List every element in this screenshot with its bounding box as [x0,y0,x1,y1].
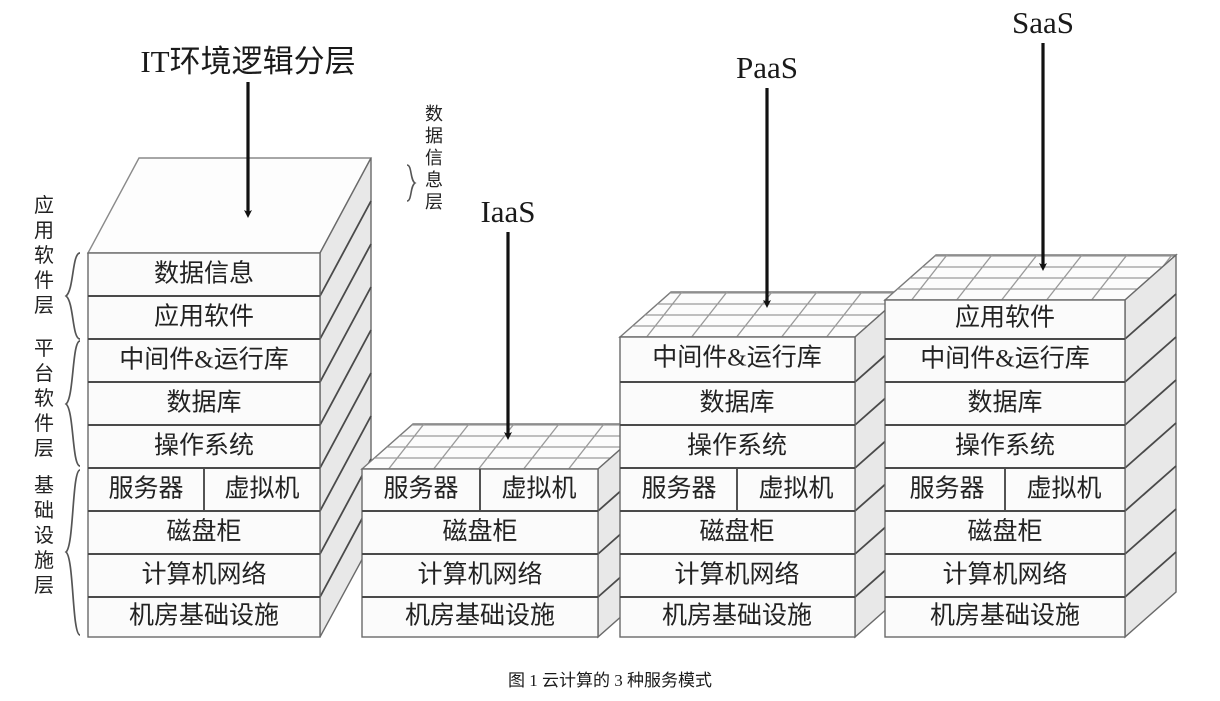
layer-label: 操作系统 [154,432,254,460]
layer-label: 机房基础设施 [930,602,1080,630]
layer-label-vm: 虚拟机 [1026,475,1101,503]
page-title: IT环境逻辑分层 [140,44,355,79]
layer-label: 磁盘柜 [166,518,241,546]
stack-side-separators [1124,293,1177,598]
stack-top-grid [885,255,1176,300]
stack-front-face [87,252,321,638]
layer-label-server: 服务器 [641,475,716,503]
zone-label-application: 应用软件层 [34,194,54,317]
stack-paas: 中间件&运行库 数据库 操作系统 服务器 虚拟机 磁盘柜 计算机网络 机房基础设… [618,290,908,639]
zone-label-platform: 平台软件层 [34,338,54,460]
layer-label: 应用软件 [955,304,1055,332]
paas-label: PaaS [736,50,798,85]
layer-label-vm: 虚拟机 [501,475,576,503]
stack-iaas: 服务器 虚拟机 磁盘柜 计算机网络 机房基础设施 [360,422,651,639]
layer-label-server: 服务器 [909,475,984,503]
saas-label: SaaS [1012,5,1074,40]
brace-application-layer [64,252,81,340]
layer-label: 数据库 [166,389,241,417]
stack-it-environment: 数据信息 应用软件 中间件&运行库 数据库 操作系统 服务器 虚拟机 磁盘柜 计… [86,157,373,638]
stack-layer-dividers [620,381,855,598]
brace-infrastructure-layer [64,469,81,636]
brace-platform-layer [64,340,81,467]
layer-label: 机房基础设施 [129,602,279,630]
layer-label: 计算机网络 [674,561,799,589]
layer-label-server: 服务器 [108,475,183,503]
layer-label-server: 服务器 [383,475,458,503]
layer-label: 计算机网络 [417,561,542,589]
stack-layer-dividers [885,338,1125,598]
layer-label: 机房基础设施 [662,602,812,630]
layer-label: 计算机网络 [141,561,266,589]
layer-label: 中间件&运行库 [920,345,1089,373]
layer-label: 中间件&运行库 [119,346,288,374]
figure-caption: 图 1 云计算的 3 种服务模式 [508,671,712,690]
layer-label: 磁盘柜 [442,518,517,546]
layer-label: 中间件&运行库 [652,344,821,372]
layer-label: 数据信息 [154,260,254,288]
brace-data-info-layer [406,164,417,202]
layer-label: 操作系统 [955,432,1055,460]
layer-label: 数据库 [699,389,774,417]
layer-label: 磁盘柜 [699,518,774,546]
stack-saas: 应用软件 中间件&运行库 数据库 操作系统 服务器 虚拟机 磁盘柜 计算机网络 … [883,253,1178,639]
layer-label: 数据库 [967,389,1042,417]
layer-label-vm: 虚拟机 [758,475,833,503]
layer-label: 磁盘柜 [967,518,1042,546]
layer-label-vm: 虚拟机 [224,475,299,503]
zone-label-data-info: 数据信息层 [425,104,443,212]
layer-label: 操作系统 [687,432,787,460]
layer-label: 应用软件 [154,303,254,331]
zone-label-infrastructure: 基础设施层 [34,474,54,597]
layer-label: 机房基础设施 [405,602,555,630]
iaas-label: IaaS [480,194,535,229]
layer-label: 计算机网络 [942,561,1067,589]
